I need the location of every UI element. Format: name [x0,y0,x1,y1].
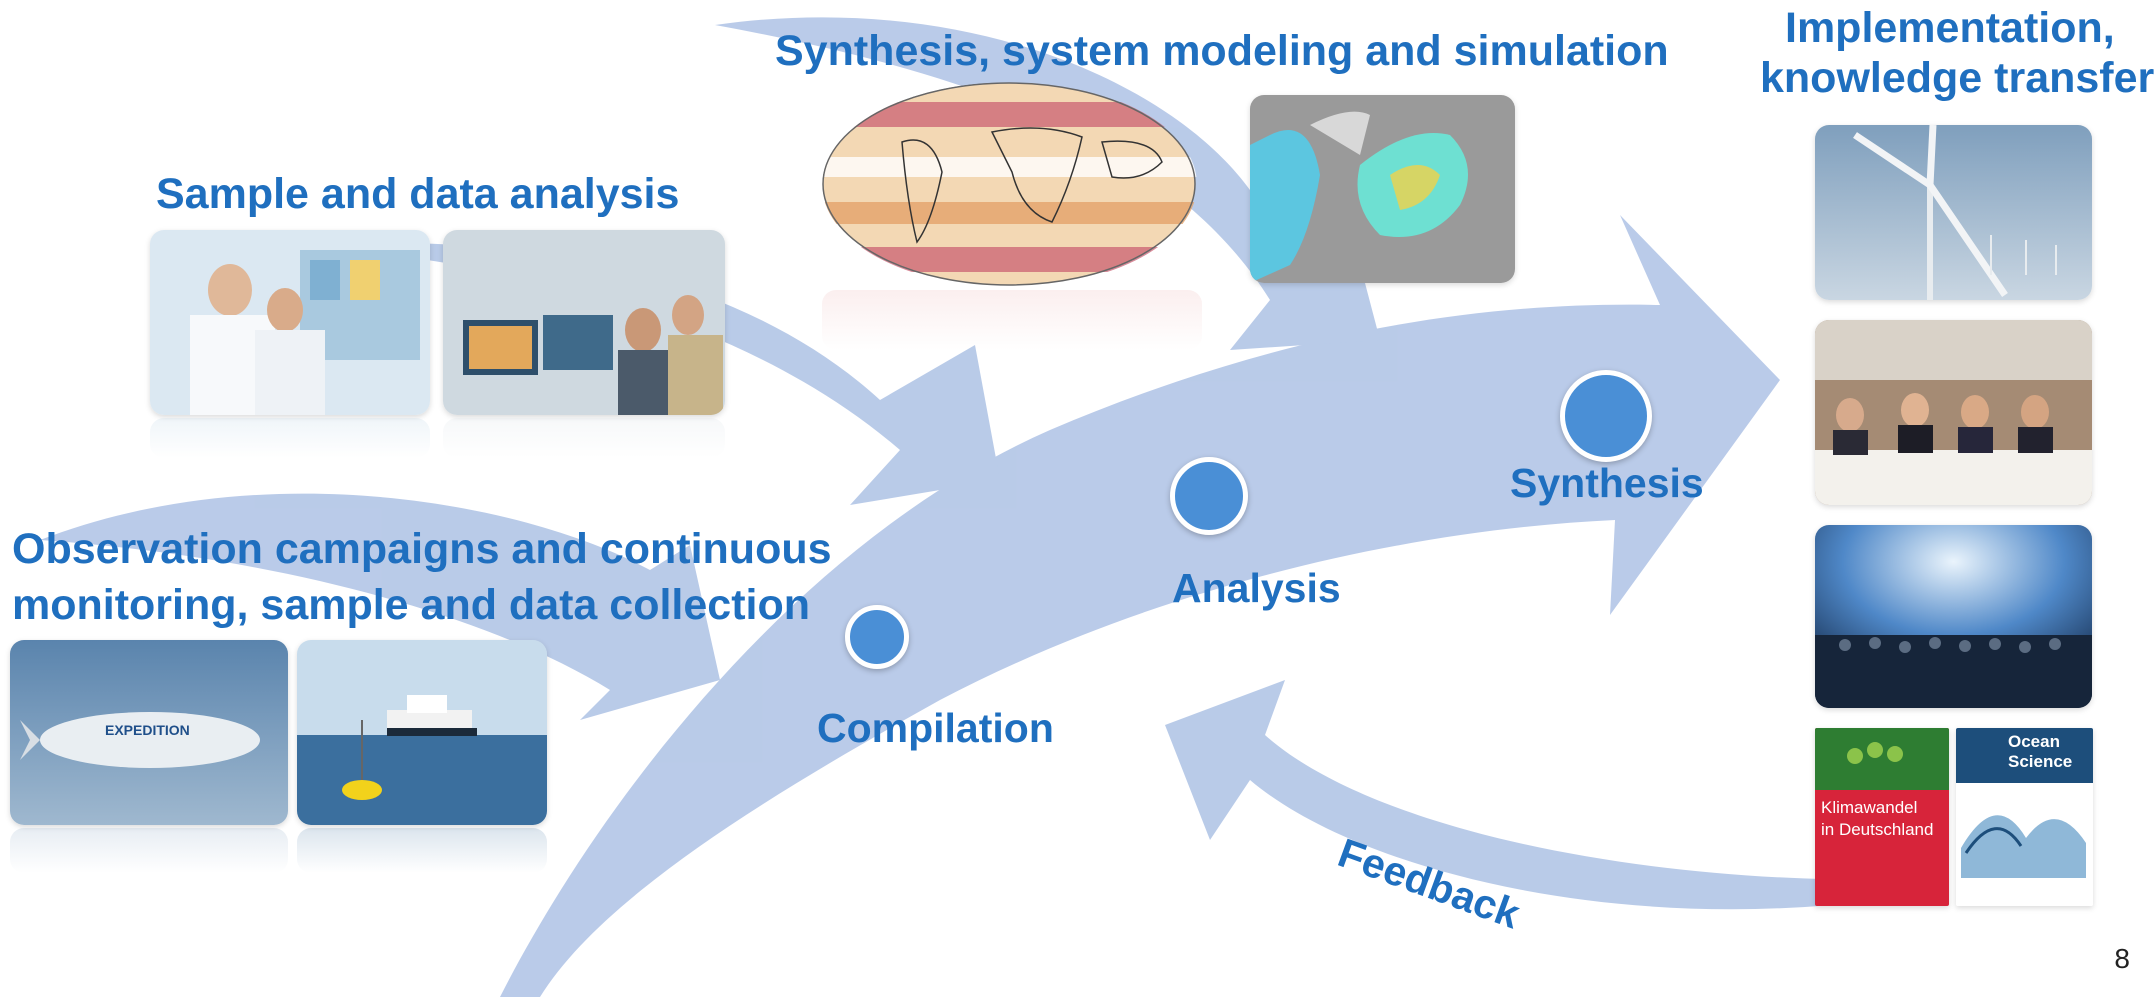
page-number: 8 [2114,943,2130,974]
research-vessel-reflection [297,828,547,873]
heading-observation-line1: Observation campaigns and continuous [12,525,832,573]
control-room-reflection [443,418,725,458]
zeppelin-reflection [10,828,288,873]
baltic-sea-model-map [1250,95,1515,283]
heading-observation-line2: monitoring, sample and data collection [12,581,810,629]
feedback-arrow [1165,680,1880,910]
synthesis-label: Synthesis [1510,460,1704,506]
compilation-label: Compilation [817,705,1054,751]
book-title-line1: Klimawandel [1821,798,1918,817]
zeppelin-photo: EXPEDITION [10,640,288,825]
journal-title-line2: Science [2008,752,2073,771]
heading-implementation-line2: knowledge transfer [1760,54,2155,102]
ocean-science-journal-cover: Ocean Science [1956,728,2093,906]
klimawandel-book-cover: Klimawandel in Deutschland [1815,728,1949,906]
compilation-node [845,605,909,669]
synthesis-node [1560,370,1652,462]
control-room-photo [443,230,725,415]
heading-sample-analysis: Sample and data analysis [156,170,680,218]
observation-input-arrow [40,493,720,720]
analysis-node [1170,457,1248,535]
modeling-input-arrow [715,17,1380,350]
main-process-arrow [500,215,1780,997]
journal-title-line1: Ocean [2008,732,2060,751]
book-title-line2: in Deutschland [1821,820,1934,839]
global-climate-map [822,82,1197,287]
svg-text:EXPEDITION: EXPEDITION [105,722,190,738]
heading-synthesis-modeling: Synthesis, system modeling and simulatio… [775,27,1669,75]
analysis-label: Analysis [1172,565,1341,611]
heading-implementation-line1: Implementation, [1785,4,2115,52]
planetarium-audience-photo [1815,525,2092,708]
research-vessel-photo [297,640,547,825]
press-conference-photo [1815,320,2092,505]
lab-scientists-photo [150,230,430,415]
lab-photo-reflection [150,418,430,458]
climate-map-reflection [822,290,1202,350]
wind-turbines-photo [1815,125,2092,300]
